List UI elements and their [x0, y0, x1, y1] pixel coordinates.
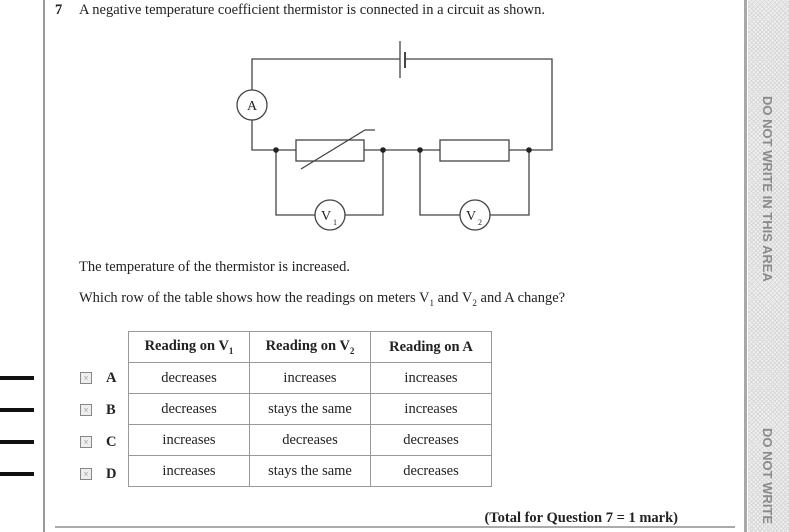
- circuit-diagram: A V 1 V 2: [236, 41, 553, 231]
- subscript: 1: [228, 345, 234, 356]
- table-cell: increases: [370, 362, 492, 394]
- bottom-rule: [55, 526, 735, 528]
- margin-hatched-area: [748, 0, 789, 532]
- text: and A change?: [476, 290, 566, 306]
- margin-mark: [0, 376, 34, 380]
- answer-checkbox[interactable]: ×: [80, 404, 92, 416]
- margin-mark: [0, 472, 34, 476]
- right-margin-line: [744, 0, 747, 532]
- ammeter-icon: [236, 89, 268, 121]
- question-line-3: Which row of the table shows how the rea…: [79, 290, 565, 308]
- resistor-icon: [439, 139, 510, 162]
- answer-checkbox[interactable]: ×: [80, 372, 92, 384]
- v2-sub: 2: [478, 218, 482, 227]
- v2-label: V: [466, 209, 476, 224]
- v1-label: V: [321, 209, 331, 224]
- ammeter-label: A: [247, 99, 258, 114]
- subscript: 1: [429, 297, 434, 308]
- table-cell: stays the same: [249, 393, 371, 425]
- option-a[interactable]: ×A: [80, 368, 140, 388]
- table-cell: increases: [128, 424, 250, 456]
- voltmeter-v1-icon: [314, 199, 346, 231]
- wires: [251, 58, 553, 216]
- total-marks: (Total for Question 7 = 1 mark): [484, 510, 678, 526]
- do-not-write-label-2: DO NOT WRITE: [760, 428, 775, 525]
- table-cell: decreases: [249, 424, 371, 456]
- option-c[interactable]: ×C: [80, 432, 140, 452]
- column-header: Reading on V1: [128, 331, 250, 363]
- answer-checkbox[interactable]: ×: [80, 436, 92, 448]
- table-cell: increases: [370, 393, 492, 425]
- option-letter: A: [106, 369, 117, 386]
- option-d[interactable]: ×D: [80, 464, 140, 484]
- answer-checkbox[interactable]: ×: [80, 468, 92, 480]
- option-letter: D: [106, 465, 117, 482]
- junction-dots: [273, 147, 532, 153]
- margin-mark: [0, 408, 34, 412]
- question-stem: A negative temperature coefficient therm…: [79, 2, 545, 18]
- table-cell: stays the same: [249, 455, 371, 487]
- table-cell: increases: [128, 455, 250, 487]
- subscript: 2: [349, 345, 355, 356]
- table-cell: decreases: [370, 424, 492, 456]
- header-text: Reading on V: [265, 338, 350, 355]
- thermistor-icon: [295, 129, 375, 170]
- option-b[interactable]: ×B: [80, 400, 140, 420]
- cell-battery-icon: [399, 41, 406, 78]
- table-cell: decreases: [370, 455, 492, 487]
- question-number: 7: [55, 2, 63, 18]
- question-line-2: The temperature of the thermistor is inc…: [79, 259, 350, 275]
- column-header: Reading on V2: [249, 331, 371, 363]
- text: and V: [433, 290, 473, 306]
- subscript: 2: [472, 297, 477, 308]
- v1-sub: 1: [333, 218, 337, 227]
- table-cell: decreases: [128, 362, 250, 394]
- voltmeter-v2-icon: [459, 199, 491, 231]
- margin-mark: [0, 440, 34, 444]
- header-text: Reading on A: [389, 338, 473, 355]
- left-margin-line: [43, 0, 45, 532]
- column-header: Reading on A: [370, 331, 492, 363]
- option-letter: B: [106, 401, 116, 418]
- option-letter: C: [106, 433, 117, 450]
- table-cell: decreases: [128, 393, 250, 425]
- table-header-row: Reading on V1 Reading on V2 Reading on A: [128, 331, 492, 363]
- table-cell: increases: [249, 362, 371, 394]
- header-text: Reading on V: [144, 338, 229, 355]
- answer-table: Reading on V1 Reading on V2 Reading on A…: [128, 331, 492, 487]
- do-not-write-label: DO NOT WRITE IN THIS AREA: [760, 96, 775, 282]
- text: Which row of the table shows how the rea…: [79, 290, 430, 306]
